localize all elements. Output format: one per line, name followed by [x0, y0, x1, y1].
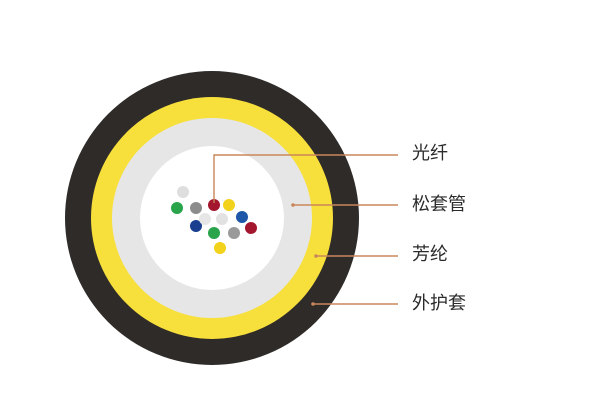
jacket-label: 外护套	[412, 293, 466, 314]
aramid-leader-dot	[314, 254, 318, 258]
fiber-green	[171, 202, 183, 214]
fiber-leader-dot	[291, 203, 295, 207]
fiber-gray	[190, 202, 202, 214]
fiber-green	[208, 227, 220, 239]
fiber-red	[208, 199, 220, 211]
fiber-white	[177, 186, 189, 198]
leader-lines	[213, 154, 398, 306]
fiber-gray	[228, 227, 240, 239]
aramid-label: 芳纶	[412, 244, 448, 265]
tube-core	[140, 146, 284, 290]
fiber-leader-line	[213, 154, 398, 203]
jacket-leader-dot	[311, 302, 315, 306]
fiber-white	[216, 213, 228, 225]
fiber-red	[245, 222, 257, 234]
fiber-blue	[236, 211, 248, 223]
fiber-yellow	[214, 242, 226, 254]
fiber-navy	[190, 220, 202, 232]
fiber-yellow	[223, 199, 235, 211]
loose-tube-label: 松套管	[412, 194, 466, 215]
fiber-label: 光纤	[412, 143, 448, 164]
fiber-white	[199, 213, 211, 225]
fiber-bundle	[171, 186, 257, 254]
